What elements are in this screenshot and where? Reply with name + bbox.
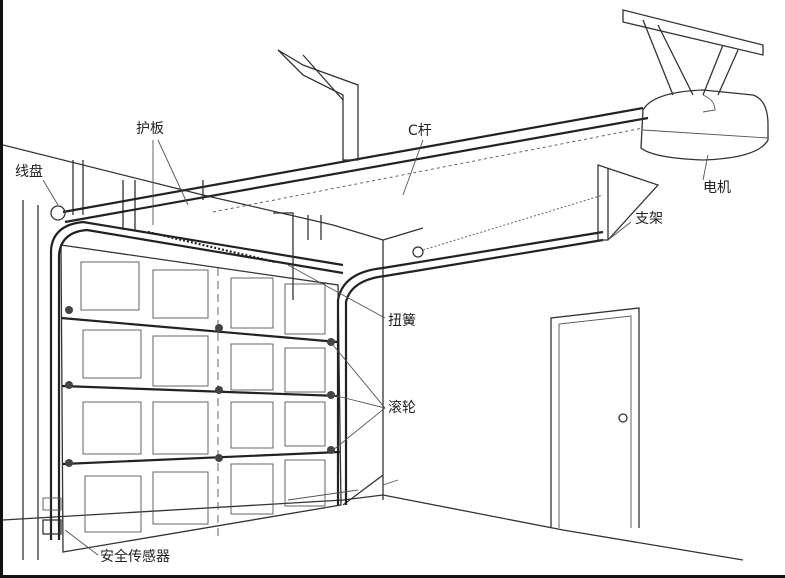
- garage-door: [60, 244, 342, 553]
- label-cable-drum: 线盘: [15, 163, 43, 180]
- cable-drum-icon: [50, 205, 66, 221]
- label-guard-plate: 护板: [136, 121, 164, 137]
- label-c-rail: C杆: [408, 123, 432, 139]
- tracks: [49, 220, 604, 540]
- side-door: [550, 307, 640, 528]
- safety-sensor: [42, 479, 399, 535]
- motor-unit: [640, 89, 769, 161]
- garage-door-drawing: 护板 C杆 线盘 电机 支架 扭簧 滚轮 安全传感器: [3, 9, 769, 565]
- label-safety-sensor: 安全传感器: [100, 548, 170, 565]
- torsion-spring: [50, 194, 604, 264]
- brackets: [202, 9, 764, 241]
- label-motor: 电机: [703, 180, 731, 196]
- label-rollers: 滚轮: [388, 399, 416, 416]
- leader-lines: [42, 139, 709, 556]
- hinges: [65, 306, 335, 467]
- room-walls: [3, 144, 744, 561]
- door-knob-icon: [618, 413, 628, 423]
- label-torsion-spring: 扭簧: [388, 313, 416, 329]
- label-bracket: 支架: [635, 211, 663, 227]
